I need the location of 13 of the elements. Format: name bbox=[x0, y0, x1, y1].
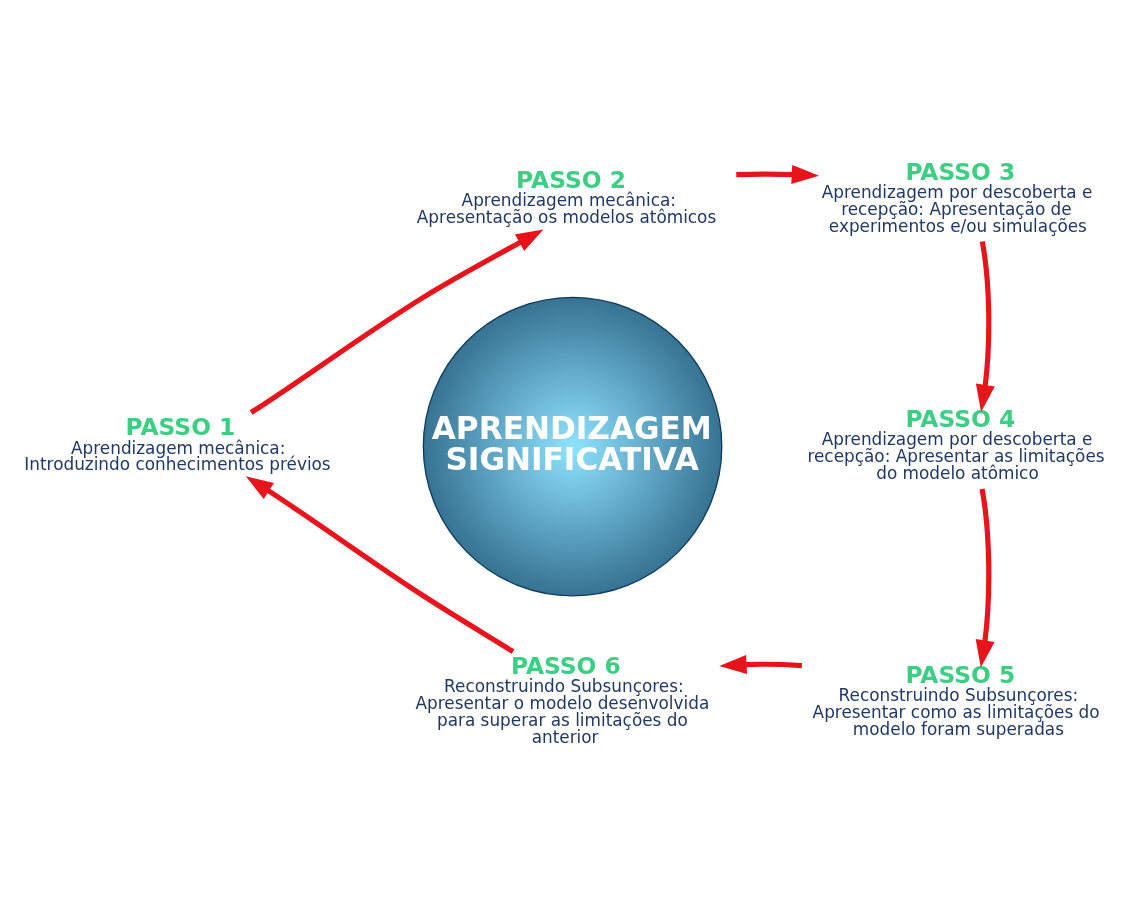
arrow bbox=[719, 654, 803, 674]
node-text: PASSO 5 Reconstruindo Subsunçores: Apresentar como as limitações do modelo foram superadas bbox=[812, 660, 1100, 739]
node-text: PASSO 3 Aprendizagem por descoberta e recepção: Apresentação de experimentos e/ou simulações bbox=[821, 157, 1093, 236]
node-text: PASSO 1 Aprendizagem mecânica: Introduzindo conhecimentos prévios bbox=[24, 412, 331, 474]
node-text: PASSO 4 Aprendizagem por descoberta e recepção: Apresentar as limitações do modelo atômico bbox=[807, 404, 1105, 483]
arrow bbox=[736, 164, 820, 184]
arrow bbox=[245, 475, 515, 654]
node-text: PASSO 6 Reconstruindo Subsunçores: Apresentar o modelo desenvolvida para superar as limitações do anterior bbox=[415, 651, 710, 747]
arrow bbox=[975, 240, 995, 412]
node-text: PASSO 2 Aprendizagem mecânica: Apresentação os modelos atômicos bbox=[416, 165, 717, 227]
arrow bbox=[975, 488, 995, 667]
node-circle: APRENDIZAGEM SIGNIFICATIVA bbox=[422, 296, 723, 596]
arrow bbox=[249, 228, 544, 415]
